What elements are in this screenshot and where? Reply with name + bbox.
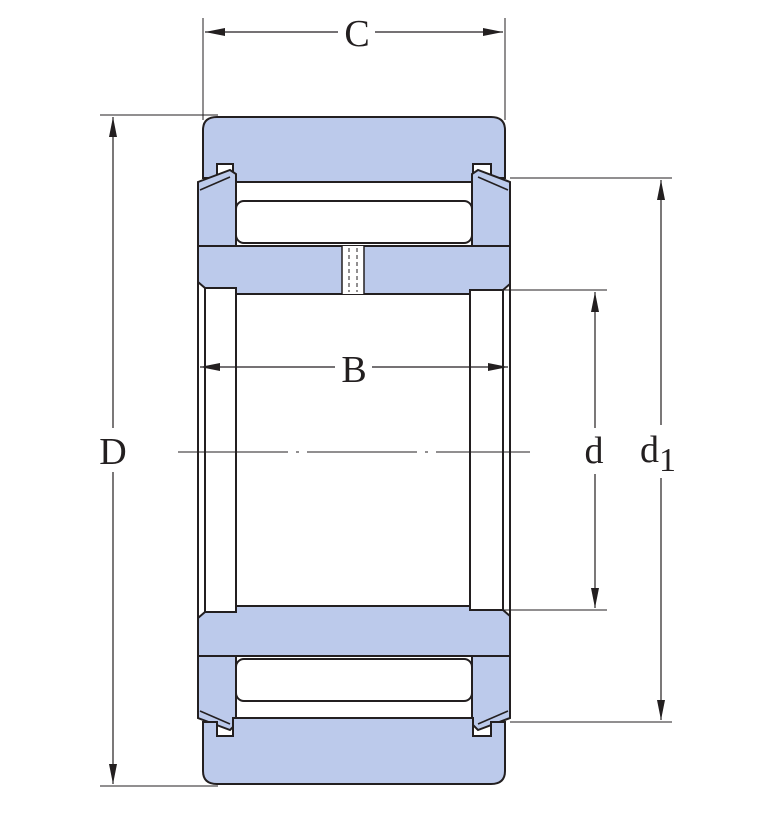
seal-right-bottom: [471, 655, 511, 732]
seal-lip-left-top: [199, 176, 231, 191]
bearing-bottom-section: [197, 605, 511, 785]
outer-ring-bottom: [202, 717, 506, 785]
bearing-top-section: [197, 116, 511, 295]
seal-left-top: [197, 168, 237, 247]
bore-outline: [197, 282, 511, 618]
seal-lip-left-bottom: [199, 710, 231, 725]
label-d-outer: D: [99, 431, 126, 473]
dimension-bore-d: d: [478, 289, 607, 611]
dimension-d: D: [99, 114, 218, 787]
seal-right-top: [471, 168, 511, 247]
label-bore-d: d: [585, 430, 604, 472]
label-d1: d1: [640, 429, 676, 479]
label-b: B: [341, 349, 366, 391]
seal-lip-right-bottom: [477, 710, 509, 725]
roller-top: [235, 200, 473, 244]
outer-ring-top: [202, 116, 506, 183]
inner-ring-bottom: [197, 605, 511, 657]
seal-lip-right-top: [477, 176, 509, 191]
dimension-c: C: [202, 13, 506, 120]
label-d1-subscript: 1: [659, 442, 676, 479]
dimension-b: B: [200, 349, 508, 391]
label-d1-main: d: [640, 429, 659, 471]
lubrication-hole: [342, 246, 364, 294]
label-c: C: [344, 13, 369, 55]
dimension-d1: d1: [510, 177, 676, 723]
roller-bottom: [235, 658, 473, 702]
